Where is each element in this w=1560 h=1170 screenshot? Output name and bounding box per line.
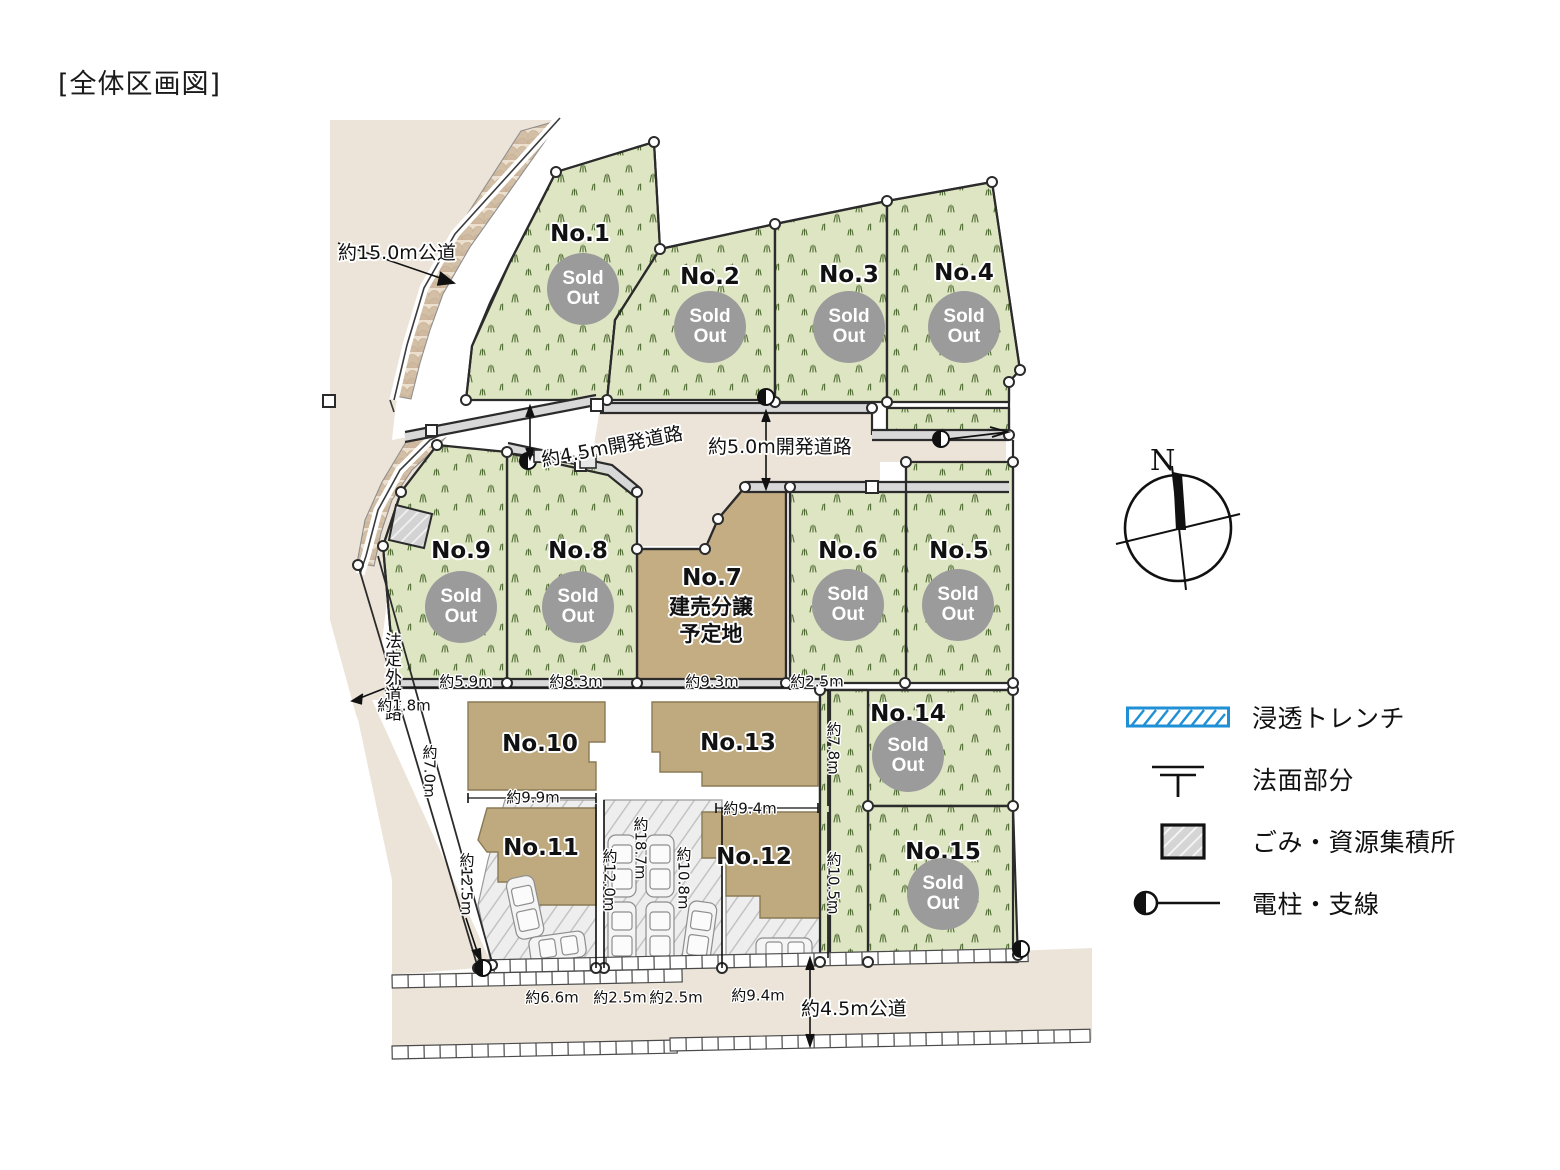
slope-face-icon [1118, 758, 1238, 800]
infiltration-trench-icon [1118, 706, 1238, 728]
utility-pole-icon [1118, 888, 1238, 918]
legend-label-pole: 電柱・支線 [1252, 890, 1380, 919]
lot-4-shape[interactable] [885, 180, 1022, 404]
utility-pole-icon [474, 959, 492, 977]
legend-label-garbage: ごみ・資源集積所 [1252, 828, 1457, 857]
dimension-arrows [337, 242, 829, 1049]
legend-row-trench: 浸透トレンチ [1118, 686, 1518, 748]
utility-pole-icon [519, 452, 537, 470]
utility-pole-icon [932, 426, 1012, 448]
house-10[interactable] [467, 701, 606, 791]
lot-6-shape[interactable] [788, 485, 908, 685]
legend-label-trench: 浸透トレンチ [1252, 704, 1406, 733]
legend-label-slope: 法面部分 [1252, 766, 1355, 795]
lot-3-shape[interactable] [773, 199, 889, 404]
legend: 浸透トレンチ 法面部分 ごみ・資源集積所 [1118, 686, 1518, 934]
legend-row-garbage: ごみ・資源集積所 [1118, 810, 1518, 872]
garbage-collection-point[interactable] [387, 503, 434, 550]
legend-row-slope: 法面部分 [1118, 748, 1518, 810]
utility-pole-icon [1012, 940, 1030, 958]
lot-15-shape[interactable] [866, 804, 1020, 964]
road-edge-markings [391, 947, 1091, 1060]
compass-rose [1115, 465, 1241, 591]
road-curbs [355, 114, 564, 576]
lot-8-shape[interactable] [505, 450, 639, 685]
house-13[interactable] [651, 701, 819, 787]
misc-markers [533, 449, 597, 469]
legend-row-pole: 電柱・支線 [1118, 872, 1518, 934]
page-title: [全体区画図] [58, 69, 222, 100]
lot-1415-westband [828, 688, 870, 964]
compass-north-label: N [1150, 443, 1176, 477]
garbage-collection-icon [1118, 820, 1238, 862]
utility-pole-icon [757, 388, 775, 406]
utility-poles [474, 388, 1030, 977]
house-footprints [467, 701, 821, 919]
lot-5-shape[interactable] [904, 460, 1015, 685]
